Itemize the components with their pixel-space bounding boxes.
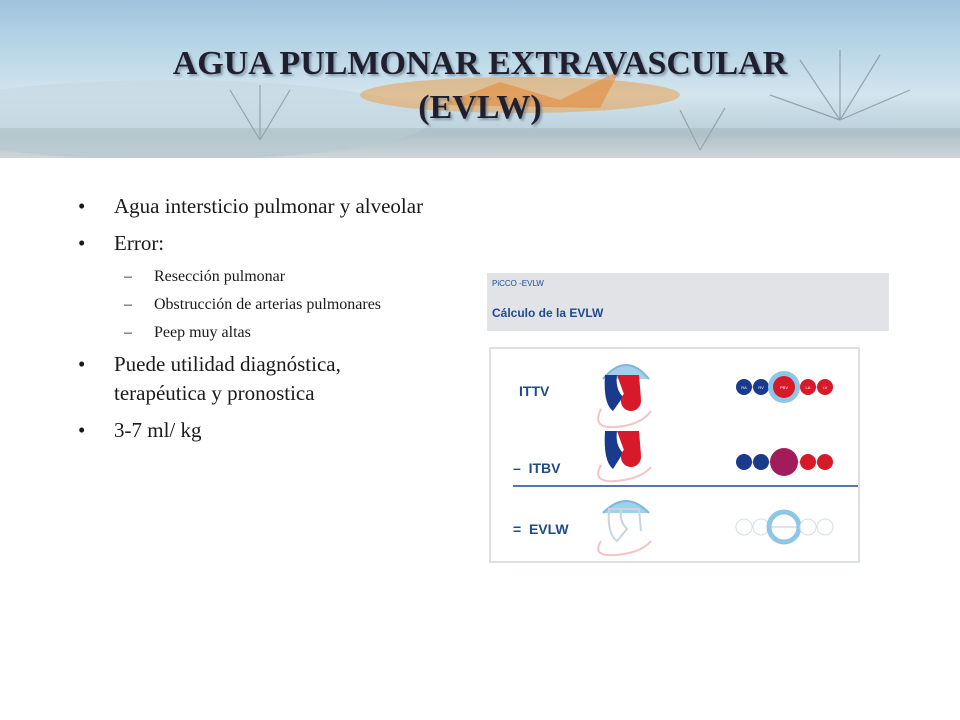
title-line-2: (EVLW) xyxy=(418,89,542,126)
sea-background-image xyxy=(0,50,960,158)
sub-bullet-text: Resección pulmonar xyxy=(154,268,286,285)
vessel-chain-itbv xyxy=(736,448,833,476)
figure-diagram-box: ITTV – ITBV = EVLW xyxy=(489,347,860,563)
page-title: AGUA PULMONAR EXTRAVASCULAR (EVLW) xyxy=(0,42,960,130)
heart-icon-evlw xyxy=(597,500,652,557)
chain-label-ra: RA xyxy=(741,385,747,390)
circulation-diagram: RA RV PBV LA LV xyxy=(513,364,858,557)
heart-icon-ittv xyxy=(597,364,652,429)
sub-bullet-marker: – xyxy=(124,296,132,313)
sub-bullet-item: – Resección pulmonar xyxy=(78,266,438,288)
bullet-marker: • xyxy=(78,418,86,442)
bullet-item: • Puede utilidad diagnóstica, terapéutic… xyxy=(78,350,438,408)
bullet-marker: • xyxy=(78,352,86,376)
sub-bullet-item: – Peep muy altas xyxy=(78,322,438,344)
sub-bullet-text: Obstrucción de arterias pulmonares xyxy=(154,296,382,313)
bullet-text: Error: xyxy=(114,231,165,255)
sub-bullet-marker: – xyxy=(124,324,132,341)
row-label-ittv: ITTV xyxy=(519,383,550,399)
row-label-itbv: – ITBV xyxy=(513,460,561,476)
bullet-marker: • xyxy=(78,231,86,255)
title-banner: AGUA PULMONAR EXTRAVASCULAR (EVLW) xyxy=(0,0,960,158)
row-label-evlw: = EVLW xyxy=(513,521,569,537)
title-line-1: AGUA PULMONAR EXTRAVASCULAR xyxy=(172,45,788,82)
figure-heading: Cálculo de la EVLW xyxy=(492,306,604,320)
sub-bullet-item: – Obstrucción de arterias pulmonares xyxy=(78,294,438,316)
chain-label-lv: LV xyxy=(823,385,828,390)
sub-bullet-text: Peep muy altas xyxy=(154,324,251,341)
bullet-item: • 3-7 ml/ kg xyxy=(78,416,438,445)
vessel-chain-ittv: RA RV PBV LA LV xyxy=(736,371,833,403)
evlw-calculation-figure: PiCCO -EVLW Cálculo de la EVLW ITTV – IT… xyxy=(487,273,889,563)
bullet-list: • Agua intersticio pulmonar y alveolar •… xyxy=(78,192,438,453)
bullet-text: 3-7 ml/ kg xyxy=(114,418,202,442)
vessel-chain-evlw xyxy=(735,509,834,545)
chain-label-rv: RV xyxy=(758,385,764,390)
figure-header: PiCCO -EVLW Cálculo de la EVLW xyxy=(487,273,889,331)
figure-small-header: PiCCO -EVLW xyxy=(492,279,544,288)
chain-label-la: LA xyxy=(806,385,811,390)
bullet-item: • Agua intersticio pulmonar y alveolar xyxy=(78,192,438,221)
sub-bullet-marker: – xyxy=(124,268,132,285)
bullet-item: • Error: xyxy=(78,229,438,258)
bullet-text: Agua intersticio pulmonar y alveolar xyxy=(114,194,424,218)
heart-icon-itbv xyxy=(597,431,652,483)
chain-label-pbv: PBV xyxy=(780,385,788,390)
bullet-marker: • xyxy=(78,194,86,218)
bullet-text: Puede utilidad diagnóstica, terapéutica … xyxy=(114,352,341,405)
